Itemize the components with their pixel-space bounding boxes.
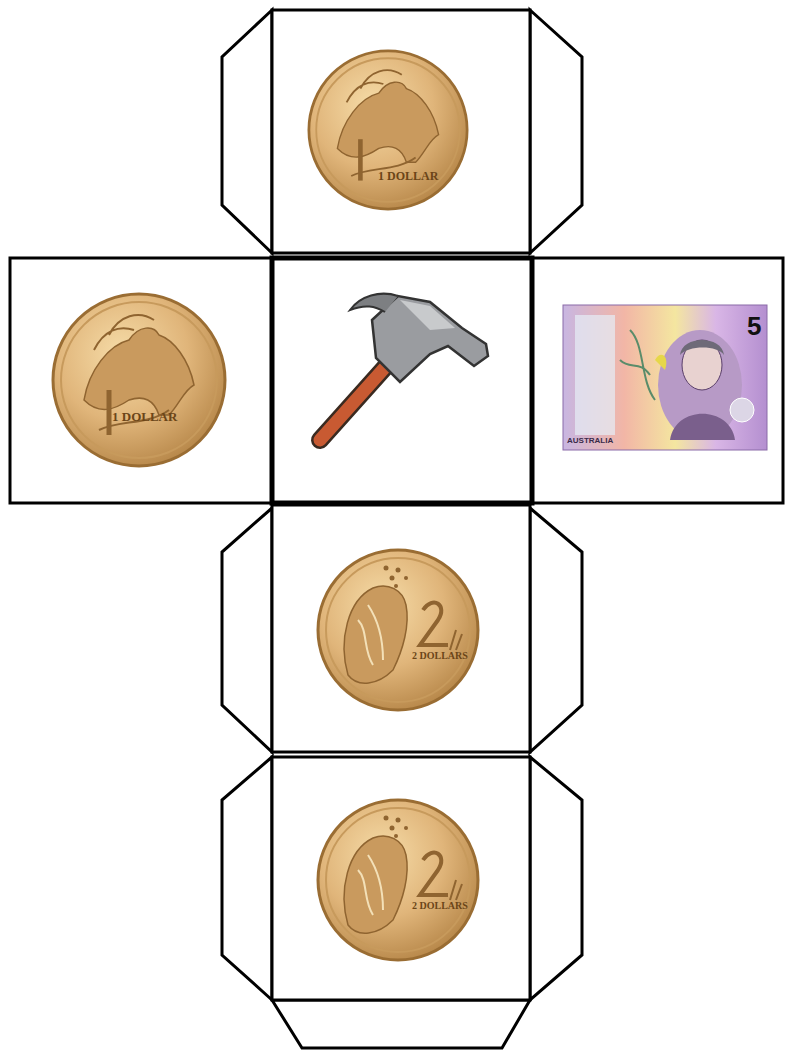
coin-text: 2 DOLLARS [412,650,468,661]
hammer-icon [320,294,488,440]
banknote [563,305,767,450]
banknote-value: 5 [747,312,761,341]
banknote-text: AUSTRALIA [567,437,613,446]
coin-text: 1 DOLLAR [378,170,438,183]
coin-text: 1 DOLLAR [112,410,177,424]
coin-text: 2 DOLLARS [412,900,468,911]
